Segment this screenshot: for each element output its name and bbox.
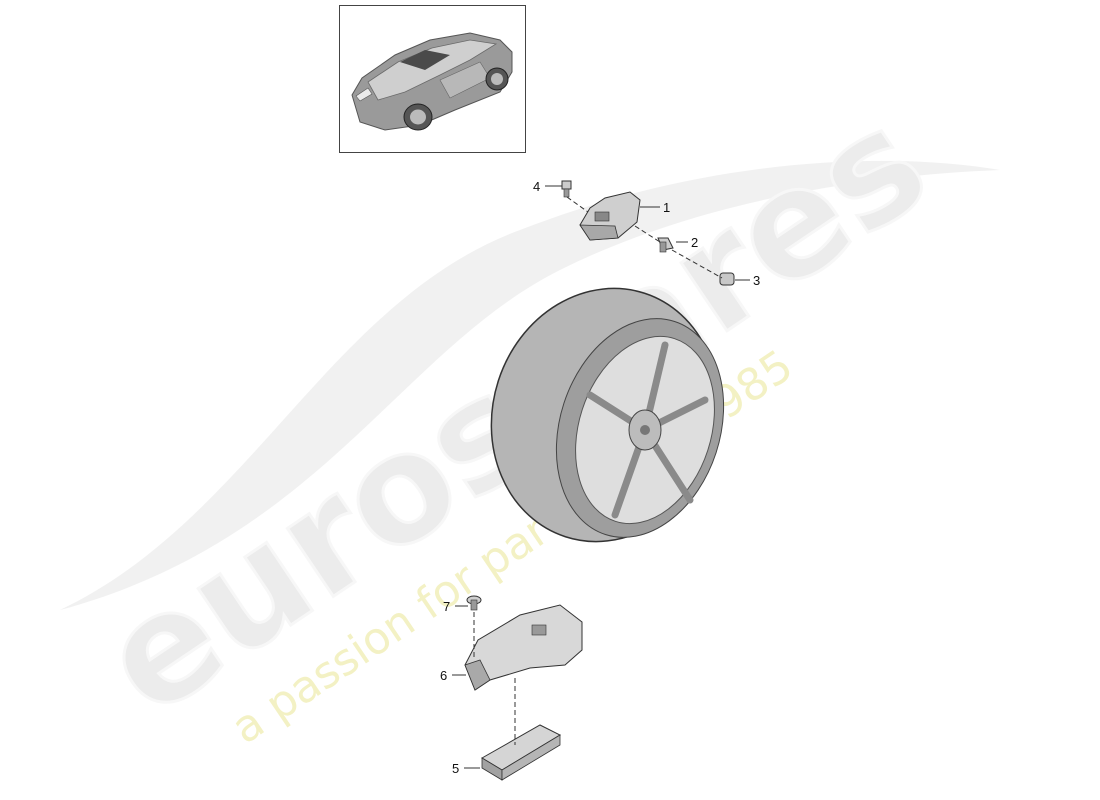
vehicle-thumbnail[interactable]	[339, 5, 526, 153]
assembly-lines	[473, 196, 723, 745]
tire-pressure-sensor[interactable]	[579, 191, 641, 241]
mounting-bracket[interactable]	[464, 604, 583, 691]
valve-bolt[interactable]	[561, 180, 572, 198]
callout-7[interactable]: 7	[443, 599, 450, 614]
watermark-swoosh	[60, 160, 1000, 610]
valve-screw[interactable]	[657, 237, 674, 253]
leader-lines	[452, 185, 750, 769]
receiver-module[interactable]	[481, 724, 562, 781]
callout-5[interactable]: 5	[452, 761, 459, 776]
callout-4[interactable]: 4	[533, 179, 540, 194]
callout-6[interactable]: 6	[440, 668, 447, 683]
car-icon	[351, 32, 513, 131]
bracket-screw[interactable]	[466, 595, 482, 611]
callout-2[interactable]: 2	[691, 235, 698, 250]
wheel-assembly[interactable]	[459, 259, 751, 572]
callout-1[interactable]: 1	[663, 200, 670, 215]
callouts: 1 2 3 4 5 6 7	[440, 179, 760, 776]
valve-cap[interactable]	[719, 272, 735, 286]
callout-3[interactable]: 3	[753, 273, 760, 288]
